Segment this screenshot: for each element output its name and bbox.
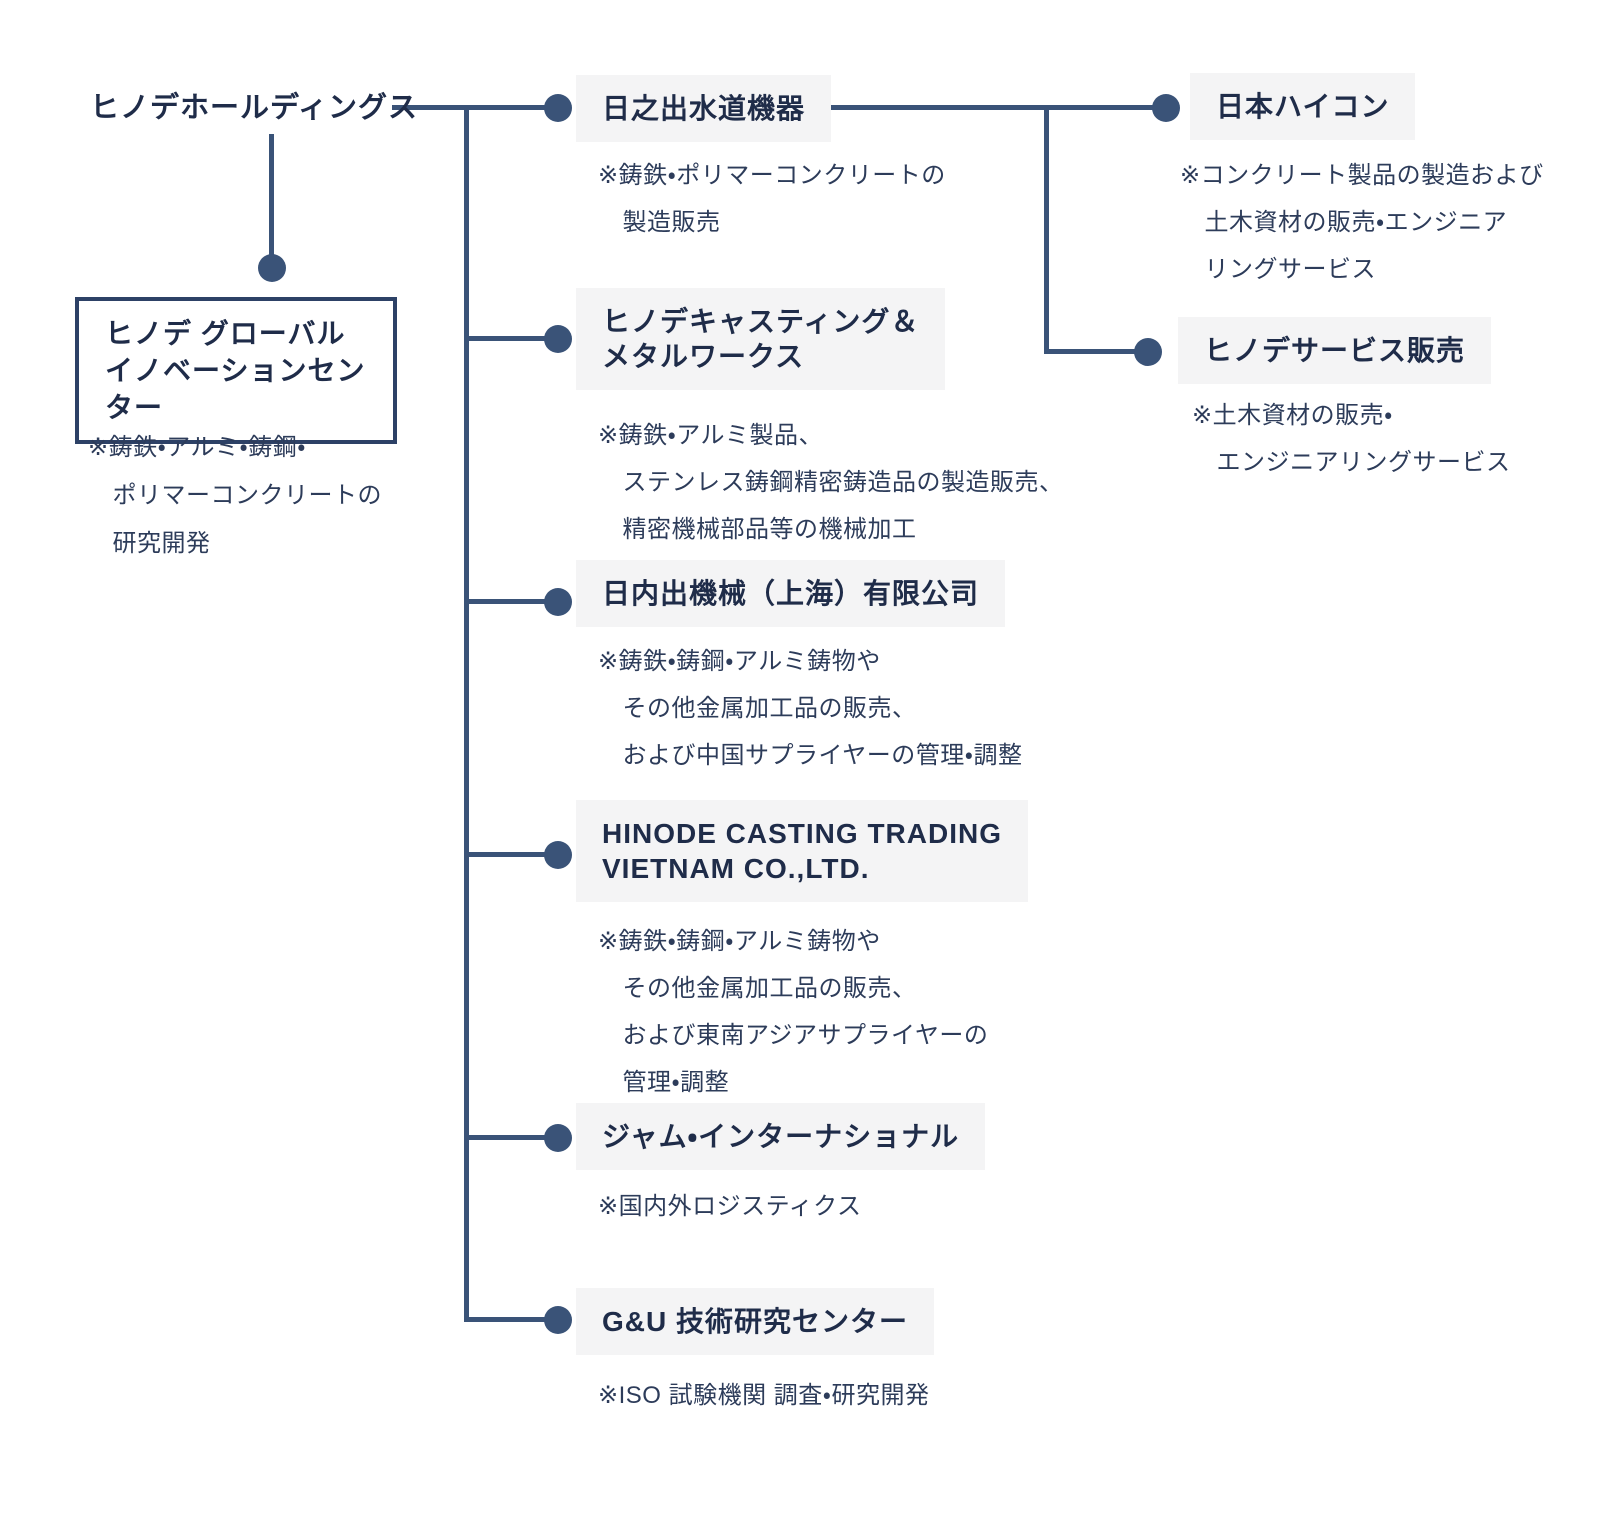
note-vietnam: ※鋳鉄・鋳鋼・アルミ鋳物や その他金属加工品の販売、 および東南アジアサプライヤ… — [598, 928, 989, 1096]
dot-subsidiary-2 — [544, 325, 572, 353]
connector-root-to-innovation — [269, 134, 274, 268]
dot-subsidiary-4 — [544, 841, 572, 869]
dot-subsidiary-3 — [544, 588, 572, 616]
connector-branch-4 — [464, 852, 556, 857]
note-jam-international: ※国内外ロジスティクス — [598, 1193, 862, 1220]
company-node-innovation-center: ヒノデ グローバル イノベーションセンター — [75, 297, 397, 444]
connector-trunk-vertical — [464, 105, 469, 1322]
connector-branch-6 — [464, 1317, 556, 1322]
note-casting-metalworks: ※鋳鉄・アルミ製品、 ステンレス鋳鋼精密鋳造品の製造販売、 精密機械部品等の機械… — [598, 422, 1064, 543]
company-node-casting-metalworks: ヒノデキャスティング＆ メタルワークス — [576, 288, 946, 390]
company-node-jam-international: ジャム・インターナショナル — [576, 1103, 986, 1170]
connector-suido-vertical — [1044, 105, 1049, 354]
company-node-suido-kiki: 日之出水道機器 — [576, 75, 832, 142]
dot-innovation — [258, 254, 286, 282]
connector-branch-2 — [464, 336, 556, 341]
dot-second-level-2 — [1134, 338, 1162, 366]
company-node-gu-research-center: G&U 技術研究センター — [576, 1288, 935, 1355]
note-nihon-hicon: ※コンクリート製品の製造および 土木資材の販売・エンジニア リングサービス — [1180, 162, 1544, 283]
connector-suido-horizontal — [827, 105, 1155, 110]
company-node-shanghai: 日内出機械（上海）有限公司 — [576, 560, 1006, 627]
connector-branch-3 — [464, 599, 556, 604]
note-suido-kiki: ※鋳鉄・ポリマーコンクリートの 製造販売 — [598, 162, 946, 236]
company-node-holdings: ヒノデホールディングス — [90, 92, 418, 124]
note-innovation-center: ※鋳鉄・アルミ・鋳鋼・ ポリマーコンクリートの 研究開発 — [88, 434, 382, 557]
connector-root-horizontal — [392, 105, 552, 110]
connector-branch-5 — [464, 1135, 556, 1140]
company-node-nihon-hicon: 日本ハイコン — [1190, 73, 1416, 140]
company-node-vietnam: HINODE CASTING TRADING VIETNAM CO.,LTD. — [576, 800, 1028, 902]
dot-second-level-1 — [1152, 94, 1180, 122]
connector-service-horizontal — [1044, 349, 1140, 354]
note-service-hanbai: ※土木資材の販売・ エンジニアリングサービス — [1192, 402, 1511, 476]
note-gu-research-center: ※ISO 試験機関 調査・研究開発 — [598, 1382, 930, 1409]
dot-subsidiary-1 — [544, 94, 572, 122]
dot-subsidiary-5 — [544, 1124, 572, 1152]
company-node-service-hanbai: ヒノデサービス販売 — [1178, 317, 1492, 384]
dot-subsidiary-6 — [544, 1306, 572, 1334]
note-shanghai: ※鋳鉄・鋳鋼・アルミ鋳物や その他金属加工品の販売、 および中国サプライヤーの管… — [598, 648, 1023, 769]
